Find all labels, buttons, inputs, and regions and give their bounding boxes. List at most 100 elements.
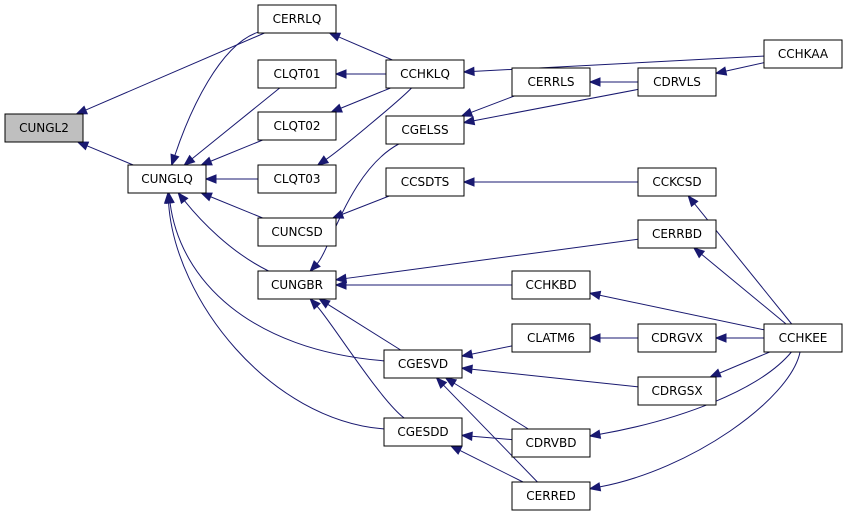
node-box	[257, 59, 337, 89]
node-ccsdts[interactable]: CCSDTS	[385, 167, 465, 197]
edge-line	[191, 87, 280, 160]
arrowhead-icon	[444, 377, 458, 388]
node-clqt01[interactable]: CLQT01	[257, 59, 337, 89]
node-cchklq[interactable]: CCHKLQ	[385, 59, 465, 89]
arrowhead-icon	[588, 290, 602, 301]
node-cdrvls[interactable]: CDRVLS	[637, 67, 717, 97]
arrowhead-icon	[462, 66, 475, 77]
node-box	[637, 67, 717, 97]
node-label: CGESVD	[398, 357, 448, 371]
edge-layer	[75, 31, 801, 492]
edge-line	[210, 196, 263, 219]
arrowhead-icon	[204, 174, 217, 184]
edge-cgesvd-to-cungbr	[318, 298, 401, 351]
edge-cchkee-to-cdrgsx	[709, 351, 770, 378]
node-cchkbd[interactable]: CCHKBD	[511, 270, 591, 300]
node-cerrlq[interactable]: CERRLQ	[257, 4, 337, 34]
node-cerred[interactable]: CERRED	[511, 481, 591, 511]
node-box	[763, 323, 843, 353]
edge-cgesdd-to-cungbr	[309, 298, 405, 419]
node-cdrgvx[interactable]: CDRGVX	[637, 323, 717, 353]
node-clqt02[interactable]: CLQT02	[257, 111, 337, 141]
edge-line	[327, 303, 401, 351]
node-box	[637, 167, 717, 197]
edge-cchklq-to-clqt02	[330, 87, 391, 113]
node-label: CCHKLQ	[400, 67, 450, 81]
node-label: CUNCSD	[271, 225, 322, 239]
edge-line	[325, 87, 412, 160]
arrowhead-icon	[177, 191, 189, 205]
node-label: CDRGVX	[651, 331, 703, 345]
node-cgesvd[interactable]: CGESVD	[383, 349, 463, 379]
node-label: CDRVBD	[526, 436, 577, 450]
arrowhead-icon	[200, 192, 213, 202]
node-label: CLQT03	[273, 172, 320, 186]
node-cungl2[interactable]: CUNGL2	[4, 113, 84, 143]
arrowhead-icon	[588, 429, 602, 439]
node-cgesdd[interactable]: CGESDD	[383, 417, 463, 447]
node-cgelss[interactable]: CGELSS	[385, 115, 465, 145]
edge-cdrgsx-to-cgesvd	[460, 364, 639, 388]
node-label: CERRED	[526, 489, 575, 503]
node-box	[511, 481, 591, 511]
edge-cdrgvx-to-clatm6	[588, 333, 638, 343]
arrowhead-icon	[714, 66, 728, 76]
edge-cdrvbd-to-cgesdd	[460, 431, 513, 441]
edge-cungbr-to-cunglq	[177, 191, 269, 272]
node-clqt03[interactable]: CLQT03	[257, 164, 337, 194]
arrowhead-icon	[200, 156, 213, 166]
arrowhead-icon	[183, 154, 196, 166]
edge-line	[174, 31, 259, 156]
node-cchkee[interactable]: CCHKEE	[763, 323, 843, 353]
edge-line	[719, 351, 770, 374]
node-label: CERRLS	[528, 75, 575, 89]
node-box	[257, 111, 337, 141]
edge-line	[701, 253, 787, 325]
node-box	[127, 164, 207, 194]
node-cckcsd[interactable]: CCKCSD	[637, 167, 717, 197]
arrowhead-icon	[462, 177, 475, 187]
node-label: CUNGLQ	[141, 172, 193, 186]
edge-cchkbd-to-cungbr	[334, 280, 512, 290]
node-cungbr[interactable]: CUNGBR	[257, 270, 337, 300]
node-label: CGELSS	[401, 123, 448, 137]
arrowhead-icon	[460, 364, 473, 374]
node-cdrgsx[interactable]: CDRGSX	[637, 376, 717, 406]
node-label: CCHKEE	[779, 331, 828, 345]
node-label: CUNGL2	[19, 121, 69, 135]
edge-line	[453, 382, 529, 430]
node-box	[4, 113, 84, 143]
edge-cchkee-to-cchkbd	[588, 290, 765, 331]
arrowhead-icon	[316, 155, 330, 166]
node-cchkaa[interactable]: CCHKAA	[763, 39, 843, 69]
node-clatm6[interactable]: CLATM6	[511, 323, 591, 353]
edge-line	[341, 195, 390, 215]
edge-line	[471, 435, 513, 441]
edge-line	[210, 139, 263, 162]
node-label: CCSDTS	[401, 175, 450, 189]
node-cerrls[interactable]: CERRLS	[511, 67, 591, 97]
node-cunglq[interactable]: CUNGLQ	[127, 164, 207, 194]
node-box	[383, 349, 463, 379]
edge-cgelss-to-cungbr	[309, 143, 399, 272]
edge-cchkee-to-cckcsd	[687, 194, 793, 325]
edge-line	[473, 88, 639, 122]
edge-cerrls-to-cgelss	[460, 95, 515, 117]
arrowhead-icon	[687, 194, 699, 208]
arrowhead-icon	[76, 141, 90, 151]
edge-clqt03-to-cunglq	[204, 174, 258, 184]
node-box	[511, 67, 591, 97]
node-label: CERRLQ	[273, 12, 322, 26]
node-cdrvbd[interactable]: CDRVBD	[511, 428, 591, 458]
arrowhead-icon	[318, 298, 331, 309]
arrowhead-icon	[714, 333, 727, 343]
edge-cdrvbd-to-cgesvd	[444, 377, 529, 430]
arrowhead-icon	[309, 260, 321, 272]
edge-cdrvls-to-cerrls	[588, 77, 638, 87]
node-cerrbd[interactable]: CERRBD	[637, 219, 717, 249]
edge-cuncsd-to-cunglq	[200, 192, 263, 219]
node-cuncsd[interactable]: CUNCSD	[257, 217, 337, 247]
node-box	[385, 167, 465, 197]
edge-line	[471, 345, 513, 355]
